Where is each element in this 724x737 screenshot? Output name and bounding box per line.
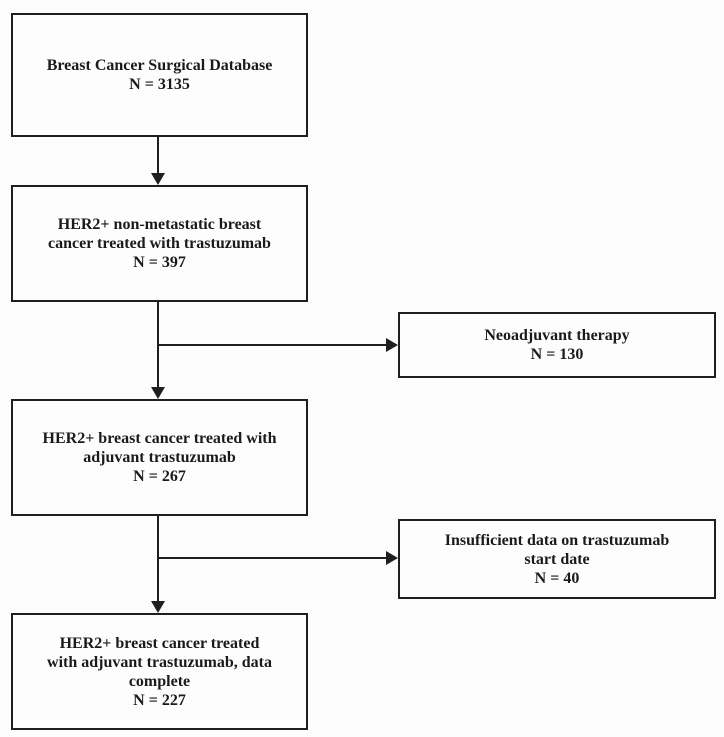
connector-line-branch-2 [158,557,387,559]
flow-box-n-count: N = 397 [133,254,186,271]
flow-box-n-count: N = 130 [530,346,584,363]
flow-box-n-count: N = 227 [133,691,186,709]
flow-box-label: HER2+ non-metastatic breast cancer treat… [48,216,271,252]
flow-box-data-complete: HER2+ breast cancer treated with adjuvan… [11,613,308,730]
flow-box-label: HER2+ breast cancer treated with adjuvan… [42,430,277,466]
connector-line-vertical-1 [157,137,159,174]
flow-box-surgical-database: Breast Cancer Surgical Database N = 3135 [11,13,308,137]
flow-box-label: Neoadjuvant therapy [484,327,630,344]
flow-box-neoadjuvant-excluded: Neoadjuvant therapy N = 130 [398,312,716,378]
flow-box-n-count: N = 40 [534,569,580,587]
connector-line-branch-1 [158,344,387,346]
arrow-down-icon [151,173,165,185]
flow-box-insufficient-data-excluded: Insufficient data on trastuzumab start d… [398,519,716,599]
arrow-right-icon [386,338,398,352]
flow-box-label: Insufficient data on trastuzumab start d… [444,531,670,568]
connector-line-vertical-3 [157,516,159,602]
flow-box-label: Breast Cancer Surgical Database [46,57,273,74]
arrow-down-icon [151,601,165,613]
arrow-right-icon [386,551,398,565]
flow-box-n-count: N = 3135 [129,76,190,93]
arrow-down-icon [151,387,165,399]
flow-box-her2-nonmetastatic: HER2+ non-metastatic breast cancer treat… [11,185,308,302]
flow-box-label: HER2+ breast cancer treated with adjuvan… [47,634,272,690]
flow-box-adjuvant-trastuzumab: HER2+ breast cancer treated with adjuvan… [11,399,308,516]
flow-box-n-count: N = 267 [133,468,186,485]
